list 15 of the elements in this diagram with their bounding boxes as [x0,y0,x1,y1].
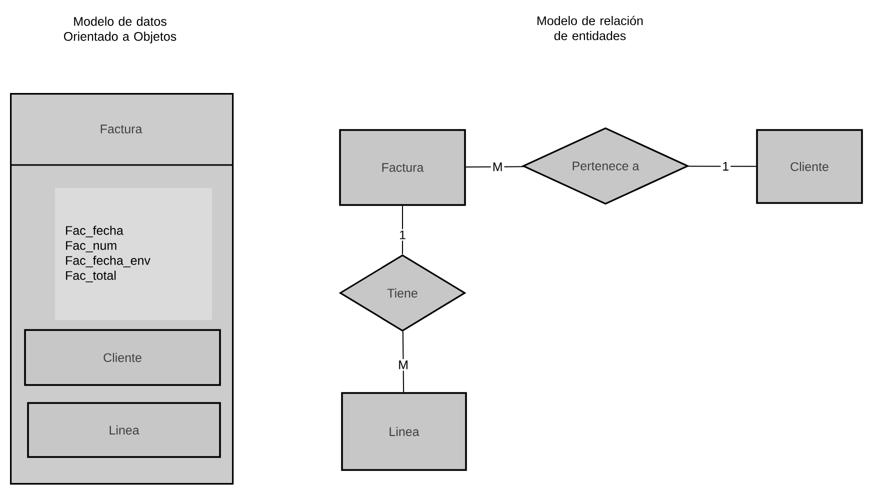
heading: Modelo de relación de entidades [538,16,643,40]
cardinality-label: 1 [398,229,408,241]
entity-box: Cliente [24,329,221,386]
cardinality-label: 1 [720,160,731,172]
entity-box: Linea [341,392,467,471]
connector-line [402,331,404,393]
cardinality-label: M [396,359,410,371]
cardinality-label: M [490,161,504,173]
attribute-list: Fac_fecha Fac_num Fac_fecha_env Fac_total [55,188,212,320]
entity-box: Factura [339,129,466,206]
connector-line [465,166,524,168]
entity-box: Linea [27,402,221,458]
entity-box: Cliente [756,129,863,204]
heading: Modelo de datos Orientado a Objetos [64,16,176,44]
connector-line [688,166,757,167]
